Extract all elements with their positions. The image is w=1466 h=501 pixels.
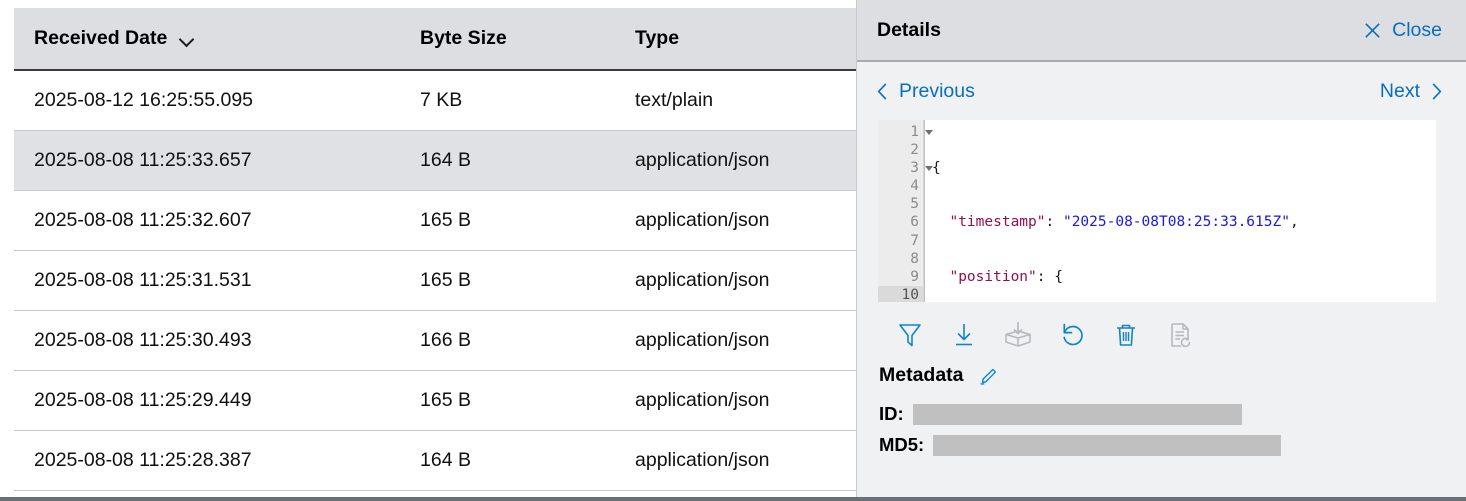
reprocess-button[interactable] — [1045, 314, 1099, 356]
document-refresh-icon — [1171, 323, 1191, 348]
line-number: 2 — [910, 142, 919, 159]
download-button[interactable] — [937, 314, 991, 356]
details-action-toolbar — [857, 302, 1466, 358]
line-number: 4 — [910, 178, 919, 195]
reprocess-record-button — [1153, 314, 1207, 356]
unbox-button — [991, 314, 1045, 356]
details-navigation: Previous Next — [857, 62, 1466, 120]
fold-toggle-icon[interactable] — [925, 165, 933, 171]
cell-byte-size: 165 B — [400, 370, 615, 431]
cell-received-date: 2025-08-08 11:25:30.493 — [14, 310, 400, 371]
column-header-label: Type — [635, 27, 680, 49]
details-panel: Details Close Previous Next — [856, 0, 1466, 501]
column-header-byte-size[interactable]: Byte Size — [400, 8, 615, 71]
column-header-label: Byte Size — [420, 27, 507, 49]
close-button[interactable]: Close — [1363, 19, 1442, 42]
cell-byte-size: 7 KB — [400, 70, 615, 131]
previous-label: Previous — [899, 79, 975, 102]
code-line-1: { — [932, 160, 941, 177]
pencil-icon[interactable] — [978, 365, 1000, 387]
editor-code-area[interactable]: { "timestamp": "2025-08-08T08:25:33.615Z… — [924, 120, 1436, 302]
line-number: 3 — [878, 159, 933, 177]
close-icon — [1365, 22, 1380, 38]
next-button[interactable]: Next — [1380, 80, 1444, 103]
cell-type: application/json — [615, 430, 856, 491]
cell-type: application/json — [615, 370, 856, 431]
metadata-section: Metadata ID: MD5: — [857, 358, 1466, 456]
metadata-label: ID: — [879, 403, 904, 424]
download-icon — [956, 324, 972, 346]
chevron-down-icon[interactable] — [180, 32, 196, 48]
metadata-title: Metadata — [879, 364, 964, 386]
line-number: 9 — [910, 268, 919, 285]
line-number: 8 — [910, 250, 919, 267]
fold-toggle-icon[interactable] — [925, 129, 933, 135]
close-label: Close — [1392, 18, 1442, 41]
line-number: 5 — [910, 196, 919, 213]
table-header: Received Date Byte Size Type — [14, 8, 856, 71]
code-line-2: "timestamp": "2025-08-08T08:25:33.615Z", — [949, 214, 1299, 231]
cell-byte-size: 165 B — [400, 190, 615, 251]
chevron-left-icon — [877, 82, 887, 100]
details-title: Details — [877, 18, 941, 41]
cell-byte-size: 166 B — [400, 310, 615, 371]
records-table-pane: Received Date Byte Size Type 2025-08-12 … — [0, 0, 856, 501]
undo-icon — [1063, 323, 1083, 346]
details-header: Details Close — [857, 0, 1466, 62]
cell-type: application/json — [615, 250, 856, 311]
table-header-row: Received Date Byte Size Type — [14, 8, 856, 71]
cell-byte-size: 165 B — [400, 250, 615, 311]
window-bottom-edge — [0, 497, 1466, 501]
line-number: 7 — [910, 232, 919, 249]
previous-button[interactable]: Previous — [875, 80, 975, 103]
cell-type: application/json — [615, 190, 856, 251]
line-number: 10 — [878, 285, 923, 302]
cell-received-date: 2025-08-08 11:25:32.607 — [14, 190, 400, 251]
chevron-right-icon — [1432, 82, 1442, 100]
column-header-received-date[interactable]: Received Date — [14, 8, 400, 71]
unbox-icon — [1005, 322, 1031, 347]
code-line-3: "position": { — [949, 268, 1063, 285]
records-table: Received Date Byte Size Type 2025-08-12 … — [14, 8, 856, 491]
cell-type: application/json — [615, 310, 856, 371]
column-header-label: Received Date — [34, 27, 168, 49]
cell-received-date: 2025-08-08 11:25:31.531 — [14, 250, 400, 311]
filter-button[interactable] — [883, 314, 937, 356]
cell-byte-size: 164 B — [400, 130, 615, 191]
line-number: 6 — [910, 214, 919, 231]
cell-type: text/plain — [615, 70, 856, 131]
filter-icon — [899, 324, 921, 347]
cell-received-date: 2025-08-08 11:25:33.657 — [14, 130, 400, 191]
trash-icon — [1117, 324, 1135, 346]
cell-received-date: 2025-08-12 16:25:55.095 — [14, 70, 400, 131]
cell-byte-size: 164 B — [400, 430, 615, 491]
metadata-field-id: ID: — [879, 403, 1466, 425]
cell-received-date: 2025-08-08 11:25:29.449 — [14, 370, 400, 431]
line-number: 1 — [878, 123, 933, 141]
metadata-title-row: Metadata — [879, 364, 1466, 387]
metadata-field-md5: MD5: — [879, 434, 1466, 456]
metadata-value-redacted — [912, 403, 1242, 425]
metadata-value-redacted — [933, 434, 1282, 456]
delete-button[interactable] — [1099, 314, 1153, 356]
metadata-label: MD5: — [879, 434, 925, 455]
next-label: Next — [1379, 79, 1420, 102]
column-header-type[interactable]: Type — [615, 8, 856, 71]
cell-received-date: 2025-08-08 11:25:28.387 — [14, 430, 400, 491]
cell-type: application/json — [615, 130, 856, 191]
